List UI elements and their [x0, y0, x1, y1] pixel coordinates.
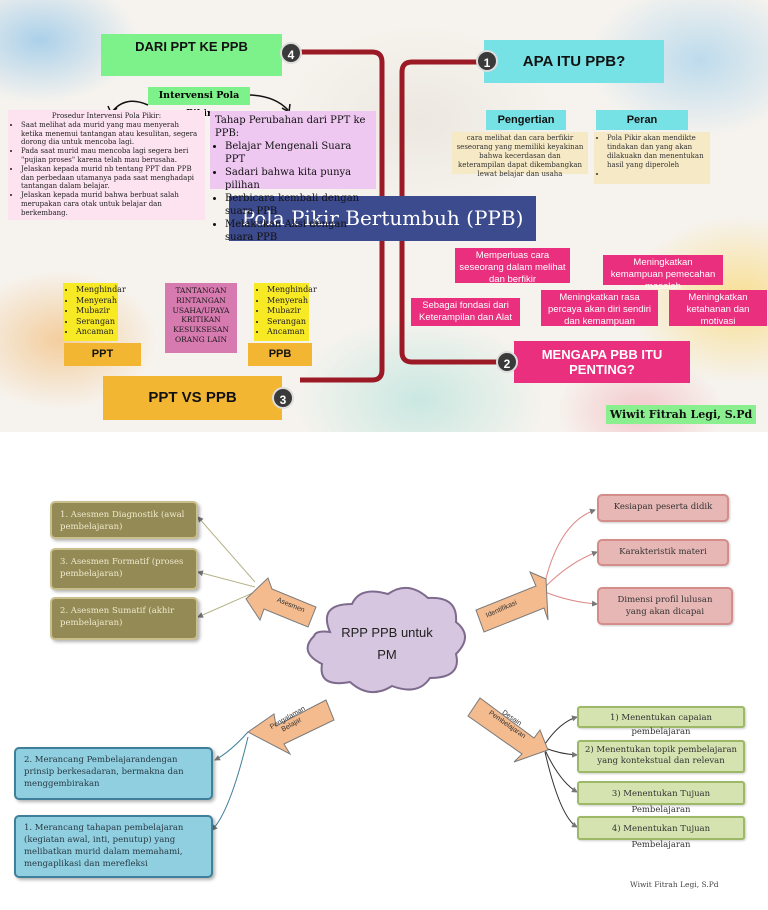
ppt-label: PPT — [64, 343, 141, 366]
center-cloud-label: RPP PPB untuk PM — [341, 625, 433, 662]
ppb-item: Ancaman — [267, 327, 306, 338]
ppb-label: PPB — [248, 343, 312, 366]
desain-item-1: 1) Menentukan capaian pembelajaran — [577, 706, 745, 737]
desain-item-4: 4) Menentukan Tujuan Pembelajaran — [577, 816, 745, 850]
identifikasi-item-3: Dimensi profil lulusan yang akan dicapai — [597, 587, 733, 625]
reason-2: Meningkatkan kemampuan pemecahan masalah — [603, 255, 723, 292]
reason-4: Meningkatkan rasa percaya akan diri send… — [541, 290, 658, 327]
identifikasi-arrow — [475, 571, 549, 633]
pengertian-label: Pengertian — [486, 110, 566, 130]
ppt-list-box: MenghindarMenyerahMubazirSeranganAncaman — [63, 283, 126, 341]
procedure-note: Prosedur Intervensi Pola Pikir: Saat mel… — [8, 110, 205, 220]
badge-3: 3 — [272, 387, 294, 409]
bottom-author: Wiwit Fitrah Legi, S.Pd — [630, 880, 719, 889]
peran-list: Pola Pikir akan mendikte tindakan dan ya… — [598, 134, 706, 179]
mindmap-connectors — [197, 508, 598, 831]
badge-2: 2 — [496, 351, 518, 373]
reason-3: Sebagai fondasi dari Keterampilan dan Al… — [411, 298, 520, 326]
ppb-list: MenghindarMenyerahMubazirSeranganAncaman — [257, 285, 317, 338]
ppb-list-box: MenghindarMenyerahMubazirSeranganAncaman — [254, 283, 317, 341]
step-item: Sadari bahwa kita punya pilihan — [225, 166, 371, 192]
author-label: Wiwit Fitrah Legi, S.Pd — [606, 405, 756, 424]
section2-title: MENGAPA PBB ITU PENTING? — [514, 341, 690, 383]
procedure-item: Pada saat murid mau mencoba lagi segera … — [21, 147, 202, 165]
asesmen-item-1: 1. Asesmen Diagnostik (awal pembelajaran… — [50, 501, 198, 539]
peran-item — [607, 170, 706, 179]
intervention-label: Intervensi Pola Pikir — [148, 87, 250, 119]
procedure-list: Saat melihat ada murid yang mau menyerah… — [11, 121, 202, 218]
peran-label: Peran — [596, 110, 688, 130]
procedure-item: Jelaskan kepada murid bahwa berbuat sala… — [21, 191, 202, 217]
section4-title: DARI PPT KE PPB — [101, 34, 282, 76]
rpp-mindmap: RPP PPB untuk PM Asesmen Identifikasi De… — [0, 432, 768, 910]
pengalaman-arrow — [247, 699, 335, 756]
desain-arrow — [467, 697, 549, 763]
steps-title: Tahap Perubahan dari PPT ke PPB: — [215, 115, 366, 139]
asesmen-item-3: 2. Asesmen Sumatif (akhir pembelajaran) — [50, 597, 198, 640]
ppb-infographic: Pola Pikir Bertumbuh (PPB) DARI PPT KE P… — [0, 0, 768, 432]
ppt-item: Ancaman — [76, 327, 115, 338]
step-item: Melakukan Aksi dengan suara PPB — [225, 218, 371, 244]
reason-5: Meningkatkan ketahanan dan motivasi — [669, 290, 767, 327]
badge-1: 1 — [476, 50, 498, 72]
step-item: Berbicara kembali dengan suara PPB — [225, 192, 371, 218]
procedure-title: Prosedur Intervensi Pola Pikir: — [51, 112, 162, 120]
ppt-item: Menyerah — [76, 296, 117, 307]
asesmen-item-2: 3. Asesmen Formatif (proses pembelajaran… — [50, 548, 198, 590]
ppb-item: Menghindar — [267, 285, 317, 296]
step-item: Belajar Mengenali Suara PPT — [225, 140, 371, 166]
ppt-item: Serangan — [76, 317, 115, 328]
ppt-item: Mubazir — [76, 306, 115, 317]
identifikasi-item-1: Kesiapan peserta didik — [597, 494, 729, 522]
peran-item: Pola Pikir akan mendikte tindakan dan ya… — [607, 134, 706, 170]
center-cloud — [306, 587, 466, 693]
ppb-item: Serangan — [267, 317, 306, 328]
peran-box: Pola Pikir akan mendikte tindakan dan ya… — [594, 132, 710, 184]
pengalaman-item-2: 1. Merancang tahapan pembelajaran (kegia… — [14, 815, 213, 878]
center-title: Pola Pikir Bertumbuh (PPB) — [229, 196, 536, 241]
steps-list: Belajar Mengenali Suara PPTSadari bahwa … — [215, 140, 371, 244]
section1-title: APA ITU PPB? — [484, 40, 664, 83]
pengertian-text: cara melihat dan cara berfikir seseorang… — [452, 132, 588, 178]
procedure-item: Jelaskan kepada murid nb tentang PPT dan… — [21, 165, 202, 191]
ppb-item: Mubazir — [267, 306, 306, 317]
ppt-ppb-middle: TANTANGAN RINTANGAN USAHA/UPAYA KRITIKAN… — [165, 283, 237, 353]
desain-item-3: 3) Menentukan Tujuan Pembelajaran — [577, 781, 745, 815]
pengalaman-item-1: 2. Merancang Pembelajarandengan prinsip … — [14, 747, 213, 800]
ppt-list: MenghindarMenyerahMubazirSeranganAncaman — [66, 285, 126, 338]
procedure-item: Saat melihat ada murid yang mau menyerah… — [21, 121, 202, 147]
section4-title-text: DARI PPT KE PPB — [135, 39, 248, 54]
reason-1: Memperluas cara seseorang dalam melihat … — [455, 248, 570, 285]
ppb-item: Menyerah — [267, 296, 308, 307]
asesmen-arrow — [245, 577, 317, 628]
identifikasi-item-2: Karakteristik materi — [597, 539, 729, 566]
steps-box: Tahap Perubahan dari PPT ke PPB: Belajar… — [210, 111, 376, 243]
badge-4: 4 — [280, 42, 302, 64]
section3-title: PPT VS PPB — [103, 376, 282, 420]
ppt-item: Menghindar — [76, 285, 126, 296]
desain-item-2: 2) Menentukan topik pembelajaran yang ko… — [577, 740, 745, 773]
